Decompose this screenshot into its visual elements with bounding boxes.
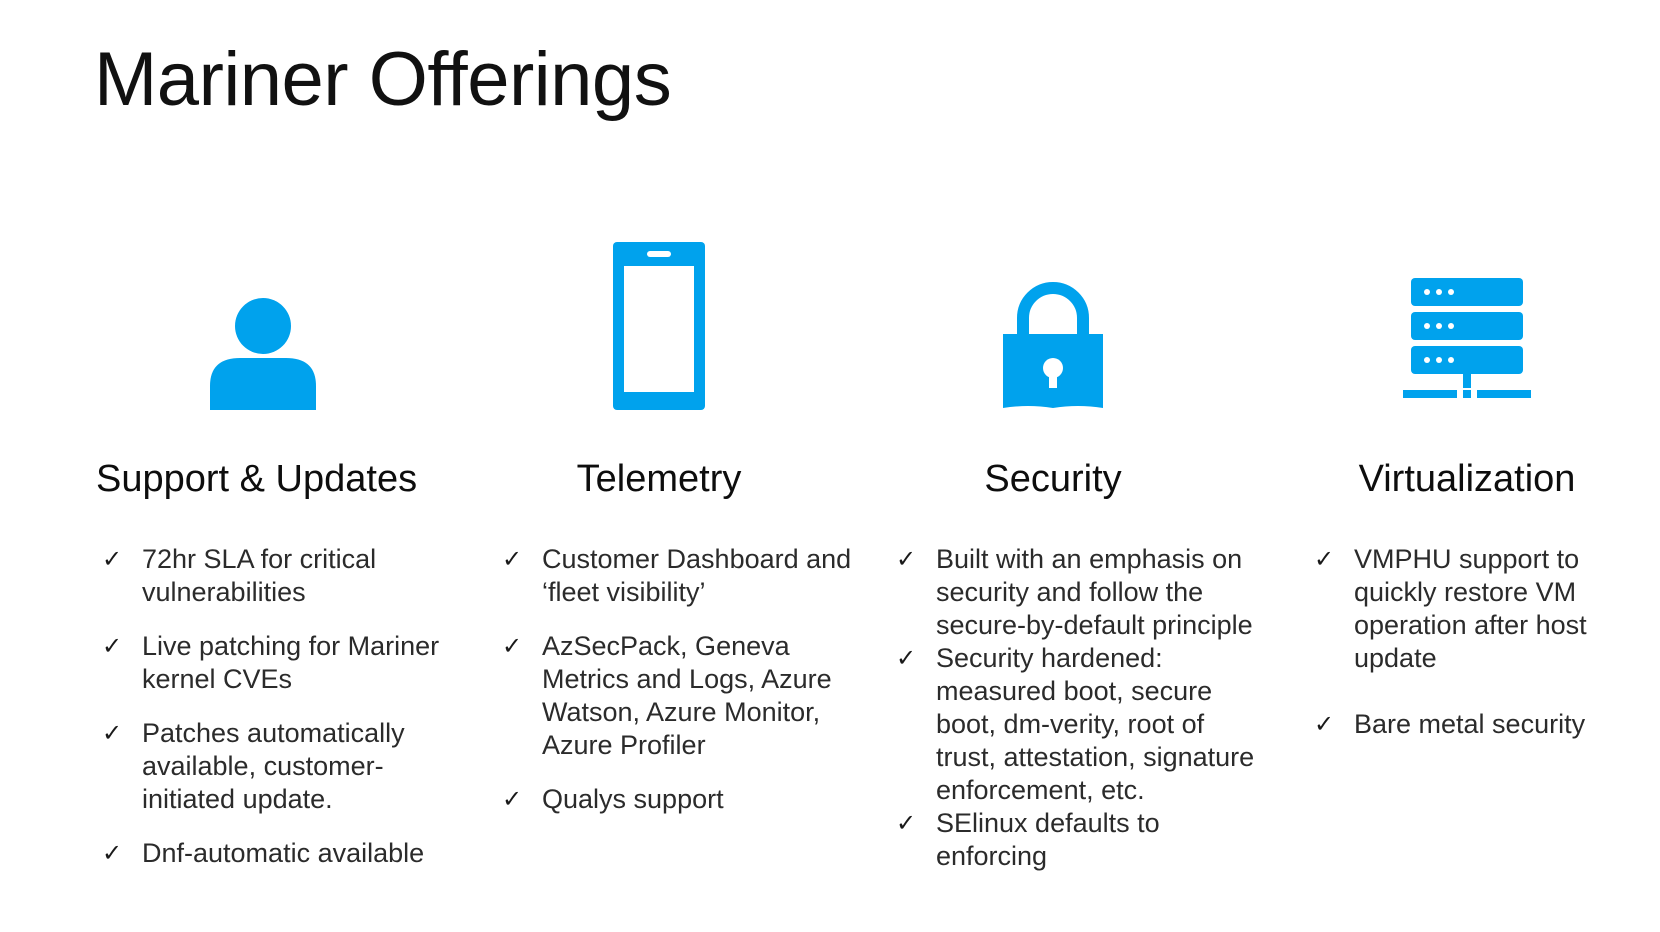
lock-icon <box>1003 282 1103 408</box>
bullet-item: ✓ Live patching for Mariner kernel CVEs <box>90 630 462 696</box>
bullet-text: Customer Dashboard and ‘fleet visibility… <box>542 544 852 607</box>
column-heading: Telemetry <box>576 458 742 500</box>
icon-container <box>1302 220 1632 410</box>
bullet-text: SElinux defaults to enforcing <box>936 808 1160 871</box>
checkmark-icon: ✓ <box>102 720 123 747</box>
bullet-list: ✓ Built with an emphasis on security and… <box>884 543 1256 873</box>
column-virtualization: Virtualization ✓ VMPHU support to quickl… <box>1302 220 1642 741</box>
bullet-item: ✓ VMPHU support to quickly restore VM op… <box>1302 543 1642 675</box>
bullet-text: Qualys support <box>542 784 724 814</box>
bullet-item: ✓ Security hardened: measured boot, secu… <box>884 642 1256 807</box>
bullet-text: Bare metal security <box>1354 709 1586 739</box>
bullet-list: ✓ Customer Dashboard and ‘fleet visibili… <box>490 543 862 816</box>
bullet-text: Security hardened: measured boot, secure… <box>936 643 1255 805</box>
bullet-list: ✓ 72hr SLA for critical vulnerabilities … <box>90 543 462 870</box>
icon-container <box>490 220 828 410</box>
bullet-list: ✓ VMPHU support to quickly restore VM op… <box>1302 543 1642 741</box>
checkmark-icon: ✓ <box>502 633 523 660</box>
column-support-updates: Support & Updates ✓ 72hr SLA for critica… <box>90 220 462 870</box>
slide-title: Mariner Offerings <box>94 37 672 122</box>
checkmark-icon: ✓ <box>502 786 523 813</box>
person-icon <box>209 298 316 410</box>
checkmark-icon: ✓ <box>102 840 123 867</box>
phone-icon <box>613 242 705 410</box>
checkmark-icon: ✓ <box>896 810 917 837</box>
bullet-item: ✓ SElinux defaults to enforcing <box>884 807 1256 873</box>
bullet-item: ✓ Patches automatically available, custo… <box>90 717 462 816</box>
column-telemetry: Telemetry ✓ Customer Dashboard and ‘flee… <box>490 220 862 816</box>
bullet-item: ✓ Built with an emphasis on security and… <box>884 543 1256 642</box>
column-heading: Security <box>984 458 1122 500</box>
checkmark-icon: ✓ <box>1314 546 1335 573</box>
bullet-text: VMPHU support to quickly restore VM oper… <box>1354 544 1587 673</box>
server-icon <box>1403 278 1531 398</box>
column-heading: Virtualization <box>1358 458 1576 500</box>
checkmark-icon: ✓ <box>102 546 123 573</box>
bullet-text: 72hr SLA for critical vulnerabilities <box>142 544 377 607</box>
bullet-text: AzSecPack, Geneva Metrics and Logs, Azur… <box>542 631 832 760</box>
bullet-item: ✓ Qualys support <box>490 783 862 816</box>
checkmark-icon: ✓ <box>896 546 917 573</box>
bullet-text: Live patching for Mariner kernel CVEs <box>142 631 440 694</box>
checkmark-icon: ✓ <box>102 633 123 660</box>
bullet-text: Patches automatically available, custome… <box>142 718 405 814</box>
checkmark-icon: ✓ <box>502 546 523 573</box>
bullet-item: ✓ Dnf-automatic available <box>90 837 462 870</box>
checkmark-icon: ✓ <box>896 645 917 672</box>
icon-container <box>884 220 1222 410</box>
bullet-item: ✓ AzSecPack, Geneva Metrics and Logs, Az… <box>490 630 862 762</box>
icon-container <box>90 220 435 410</box>
bullet-item: ✓ Bare metal security <box>1302 708 1642 741</box>
checkmark-icon: ✓ <box>1314 711 1335 738</box>
bullet-text: Dnf-automatic available <box>142 838 425 868</box>
bullet-item: ✓ Customer Dashboard and ‘fleet visibili… <box>490 543 862 609</box>
bullet-item: ✓ 72hr SLA for critical vulnerabilities <box>90 543 462 609</box>
bullet-text: Built with an emphasis on security and f… <box>936 544 1253 640</box>
column-heading: Support & Updates <box>96 458 418 500</box>
column-security: Security ✓ Built with an emphasis on sec… <box>884 220 1256 873</box>
